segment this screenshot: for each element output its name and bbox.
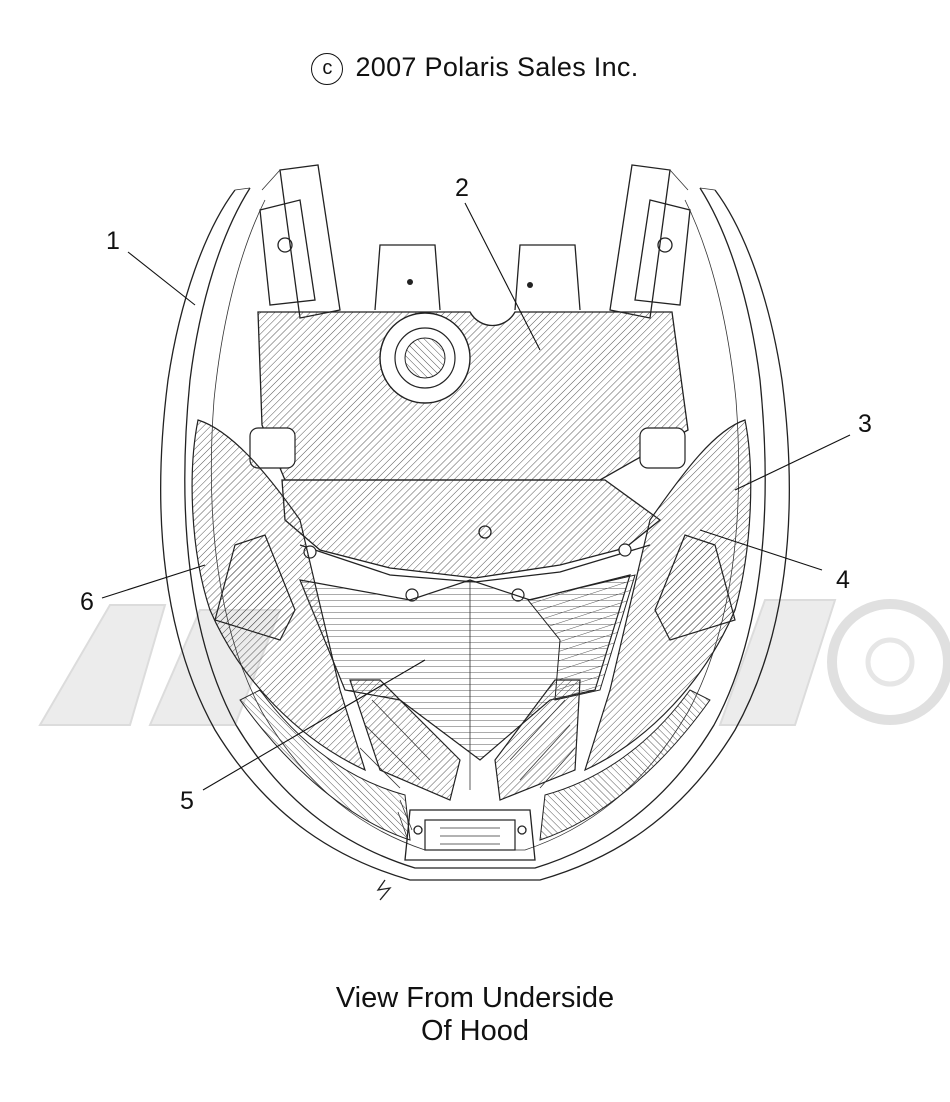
- caption-line-1: View From Underside: [335, 982, 615, 1014]
- callout-6: 6: [80, 588, 94, 616]
- center-ruled-panel: [299, 574, 636, 790]
- callout-5: 5: [180, 787, 194, 815]
- callout-labels: 1 2 3 4 5 6: [80, 174, 872, 815]
- top-brackets: [259, 164, 691, 319]
- nose-bracket: [376, 799, 536, 901]
- watermark-graphic: [38, 599, 950, 726]
- callout-4: 4: [836, 566, 850, 594]
- copyright-symbol: c: [311, 53, 344, 85]
- vent-grilles: [214, 534, 736, 801]
- callout-3: 3: [858, 410, 872, 438]
- upper-hatched-panel: [249, 311, 689, 481]
- diagram-caption: View From Underside Of Hood: [0, 982, 950, 1048]
- copyright-notice: c 2007 Polaris Sales Inc.: [0, 52, 950, 85]
- copyright-text: 2007 Polaris Sales Inc.: [355, 52, 639, 82]
- callout-2: 2: [455, 174, 469, 202]
- callout-1: 1: [106, 227, 120, 255]
- caption-line-2: Of Hood: [421, 1015, 529, 1047]
- callout-leaders: [101, 202, 851, 791]
